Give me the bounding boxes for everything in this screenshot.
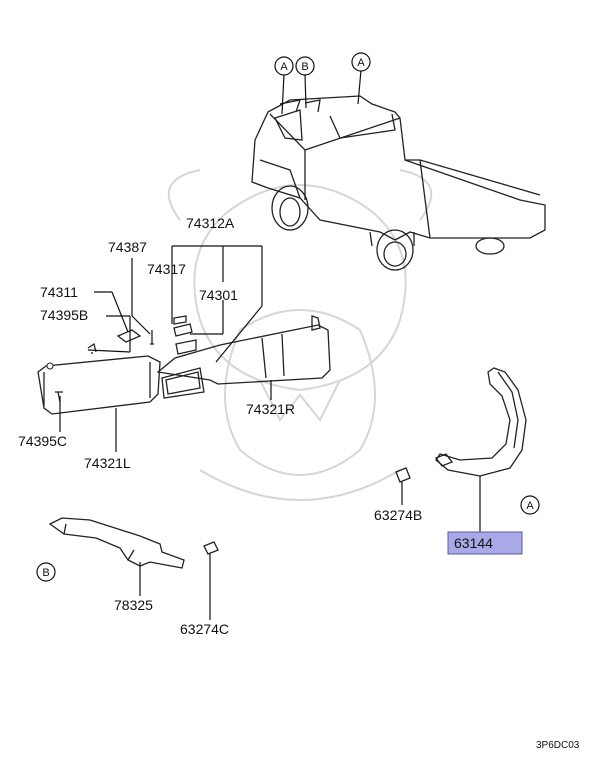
- label-74312a: 74312A: [186, 215, 235, 231]
- sun-visor-left: [37, 355, 161, 415]
- label-74301: 74301: [199, 287, 238, 303]
- label-78325: 78325: [114, 597, 153, 613]
- vehicle-outline: [251, 95, 546, 271]
- label-74311: 74311: [40, 284, 78, 300]
- label-74395c: 74395C: [18, 433, 67, 449]
- label-63144[interactable]: 63144: [454, 535, 493, 551]
- svg-text:B: B: [301, 61, 308, 73]
- label-63274b: 63274B: [374, 507, 422, 523]
- callout-a-right: A: [520, 495, 540, 515]
- label-74395b: 74395B: [40, 307, 88, 323]
- screw-63274c: [203, 541, 219, 620]
- label-74321r: 74321R: [246, 401, 295, 417]
- callout-a-top-right: A: [351, 52, 371, 72]
- screw-63274b: [395, 467, 411, 505]
- bracket-78325: [48, 517, 185, 569]
- assist-grip: [434, 367, 527, 477]
- callout-b-top: B: [295, 56, 315, 76]
- watermark-emblem: [167, 169, 433, 501]
- label-63274c: 63274C: [180, 621, 229, 637]
- svg-text:A: A: [280, 61, 288, 73]
- diagram-code: 3P6DC03: [536, 740, 580, 751]
- svg-text:B: B: [42, 567, 49, 579]
- leader-lines-visor: [59, 245, 272, 452]
- highlight-63144: [447, 531, 523, 555]
- label-74317: 74317: [147, 261, 186, 277]
- callout-a-top-left: A: [274, 56, 294, 76]
- callout-b-left: B: [36, 562, 56, 582]
- sun-visor-right: [156, 315, 331, 399]
- svg-text:A: A: [357, 57, 365, 69]
- label-74321l: 74321L: [84, 455, 131, 471]
- visor-hardware: [87, 315, 197, 355]
- label-74387: 74387: [108, 239, 147, 255]
- svg-text:A: A: [526, 500, 534, 512]
